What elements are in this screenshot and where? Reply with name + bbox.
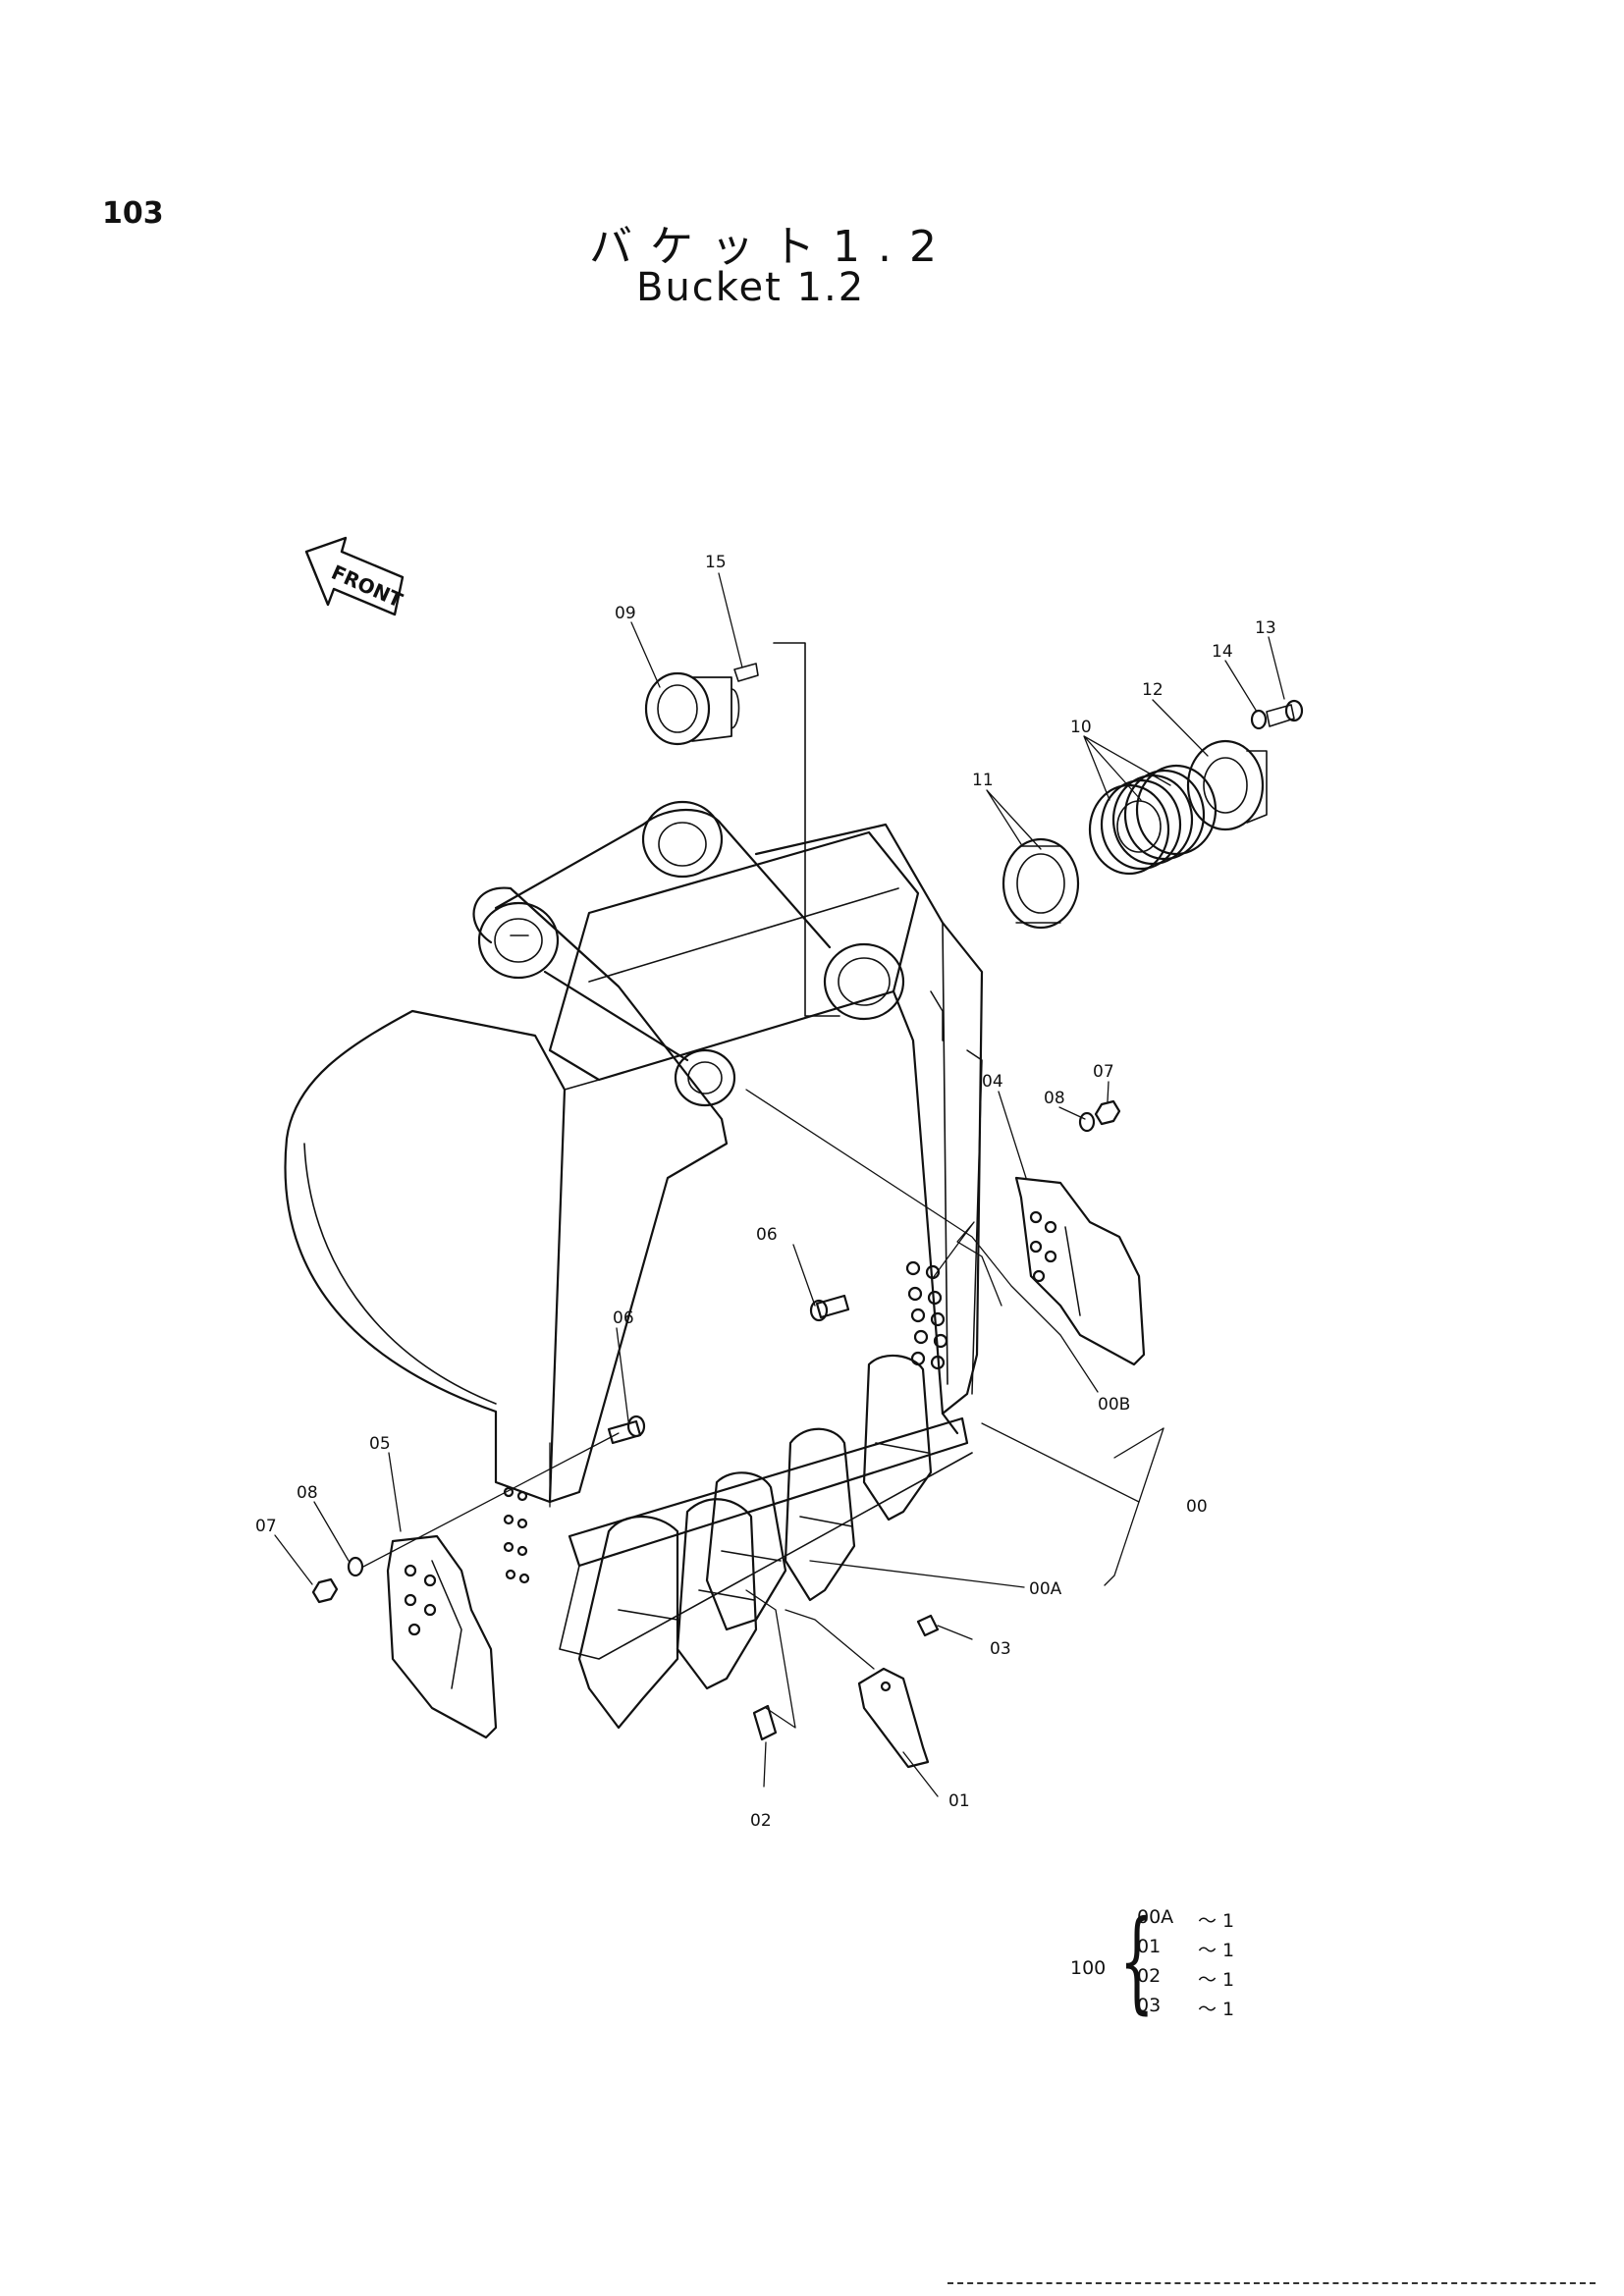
- part-08-washer-right: [1078, 1111, 1096, 1133]
- leader-lines: [274, 572, 1285, 1797]
- callout-12: 12: [1142, 680, 1164, 700]
- part-04-side-cutter: [1014, 1176, 1146, 1366]
- part-13-bolt: [1266, 699, 1304, 727]
- bucket-body: [284, 800, 984, 1660]
- callout-04: 04: [982, 1072, 1003, 1092]
- callout-03: 03: [990, 1639, 1011, 1659]
- part-01-tooth: [857, 1667, 930, 1769]
- footer-rule: [947, 2282, 1596, 2284]
- part-03-lock: [916, 1614, 940, 1637]
- callout-02: 02: [750, 1811, 772, 1831]
- front-arrow-icon: FRONT: [304, 536, 406, 616]
- page-number: 103: [102, 196, 164, 231]
- callout-13: 13: [1255, 618, 1276, 638]
- front-label: FRONT: [328, 561, 406, 613]
- callout-06-left: 06: [613, 1308, 634, 1328]
- title-english: Bucket 1.2: [636, 265, 866, 310]
- callout-11: 11: [972, 771, 994, 790]
- part-07-nut-left: [311, 1577, 339, 1604]
- kit-number: 100: [1070, 1957, 1107, 1979]
- callout-05: 05: [369, 1434, 391, 1454]
- part-14-washer: [1250, 709, 1268, 730]
- part-12-ring: [1186, 739, 1268, 831]
- callout-10: 10: [1070, 718, 1092, 737]
- kit-row-qty: ～ 1: [1198, 1969, 1235, 1991]
- kit-row-qty: ～ 1: [1198, 1999, 1235, 2020]
- kit-row-code: 00A: [1137, 1906, 1174, 1928]
- part-07-nut-right: [1094, 1099, 1121, 1126]
- part-11-shim-ring: [1001, 837, 1080, 930]
- kit-brace: {: [1119, 1897, 1155, 2025]
- callout-08-left: 08: [297, 1483, 318, 1503]
- part-08-washer-left: [347, 1556, 364, 1577]
- callout-01: 01: [948, 1791, 970, 1811]
- kit-row-code: 03: [1137, 1995, 1162, 2016]
- callout-00A: 00A: [1029, 1579, 1062, 1599]
- kit-row-code: 02: [1137, 1965, 1162, 1987]
- callout-07-right: 07: [1093, 1062, 1114, 1082]
- bucket-teeth: [577, 1354, 933, 1730]
- part-06-bolt-left: [607, 1415, 646, 1445]
- part-02-pin: [752, 1704, 778, 1741]
- callout-labels: 15 09 13 14 12 10 11 07 08 04 06 06 00B …: [255, 553, 1276, 1831]
- callout-08-right: 08: [1044, 1089, 1065, 1108]
- part-10-shims: [1088, 764, 1218, 876]
- kit-summary: 100 { 00A ～ 1 01 ～ 1 02 ～ 1 03 ～ 1: [1070, 1902, 1326, 2040]
- callout-09: 09: [615, 604, 636, 623]
- callout-07-left: 07: [255, 1517, 277, 1536]
- callout-00: 00: [1186, 1497, 1208, 1517]
- title-japanese: バケット1.2: [589, 222, 954, 272]
- callout-06-center: 06: [756, 1225, 778, 1245]
- kit-row: 03 ～ 1: [1137, 1995, 1234, 2024]
- part-05-side-cutter: [386, 1534, 498, 1739]
- kit-row: 00A ～ 1: [1137, 1906, 1234, 1936]
- callout-14: 14: [1212, 642, 1233, 662]
- kit-row-code: 01: [1137, 1936, 1162, 1957]
- callout-00B: 00B: [1098, 1395, 1130, 1415]
- part-06-bolt-center: [809, 1294, 850, 1322]
- kit-row-qty: ～ 1: [1198, 1940, 1235, 1961]
- kit-rows: 00A ～ 1 01 ～ 1 02 ～ 1 03 ～ 1: [1137, 1906, 1234, 2024]
- kit-row-qty: ～ 1: [1198, 1910, 1235, 1932]
- part-09-boss: [644, 671, 740, 746]
- part-15-pin: [733, 663, 759, 682]
- callout-15: 15: [705, 553, 727, 572]
- kit-row: 01 ～ 1: [1137, 1936, 1234, 1965]
- kit-row: 02 ～ 1: [1137, 1965, 1234, 1995]
